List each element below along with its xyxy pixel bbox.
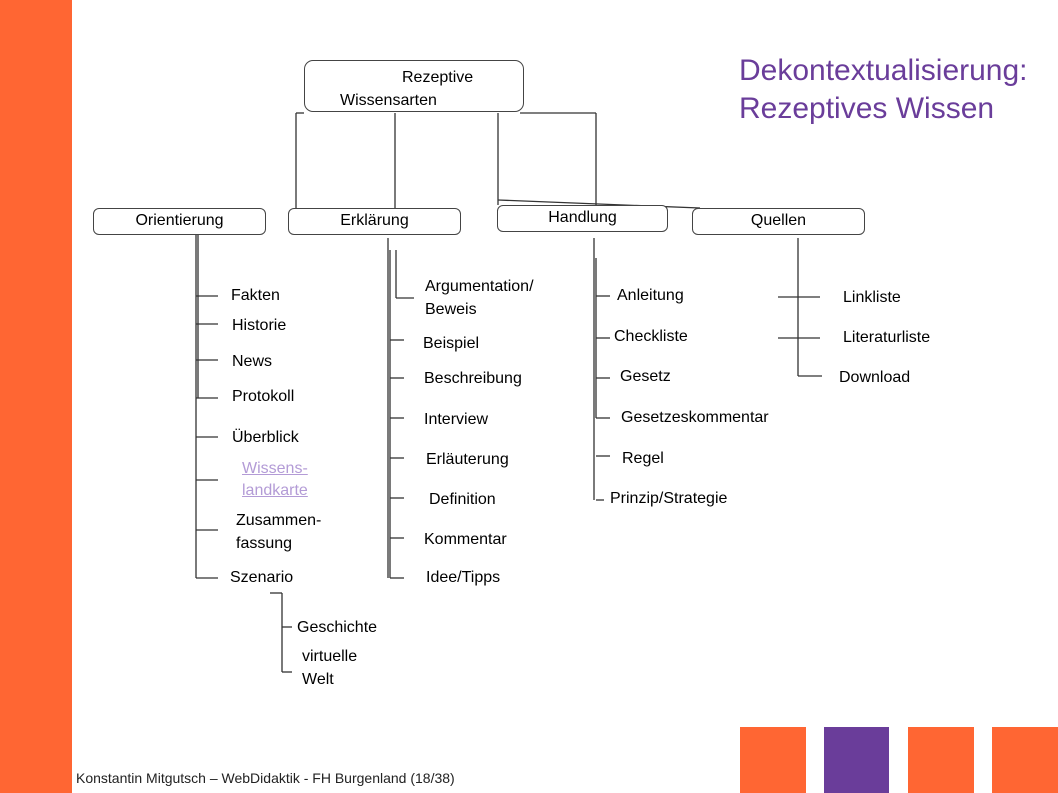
deco-square-2	[824, 727, 889, 793]
link-wissenslandkarte-2[interactable]: landkarte	[242, 482, 308, 499]
root-node-label-1: Rezeptive	[402, 69, 474, 86]
item-argumentation-2: Beweis	[425, 301, 477, 318]
category-erklaerung: Erklärung	[288, 208, 461, 235]
item-virtuelle-welt-1: virtuelle	[302, 648, 358, 665]
left-accent-bar	[0, 0, 72, 793]
item-download: Download	[839, 369, 911, 386]
deco-square-4	[992, 727, 1058, 793]
title-line-2: Rezeptives Wissen	[739, 92, 995, 125]
item-checkliste: Checkliste	[614, 328, 688, 345]
item-fakten: Fakten	[231, 287, 280, 304]
item-interview: Interview	[424, 411, 489, 428]
title-line-1: Dekontextualisierung:	[739, 54, 1028, 87]
item-zusammenfassung-1: Zusammen-	[236, 512, 322, 529]
root-node-label-2: Wissensarten	[340, 92, 437, 109]
deco-square-1	[740, 727, 806, 793]
item-zusammenfassung-2: fassung	[236, 535, 293, 552]
item-kommentar: Kommentar	[424, 531, 507, 548]
item-literaturliste: Literaturliste	[843, 329, 931, 346]
item-protokoll: Protokoll	[232, 388, 295, 405]
item-news: News	[232, 353, 273, 370]
link-wissenslandkarte-1[interactable]: Wissens-	[242, 460, 308, 477]
item-virtuelle-welt-2: Welt	[302, 671, 334, 688]
item-gesetz: Gesetz	[620, 368, 671, 385]
item-beschreibung: Beschreibung	[424, 370, 522, 387]
item-erlaeuterung: Erläuterung	[426, 451, 509, 468]
item-historie: Historie	[232, 317, 287, 334]
item-gesetzeskommentar: Gesetzeskommentar	[621, 409, 769, 426]
item-szenario: Szenario	[230, 569, 294, 586]
item-linkliste: Linkliste	[843, 289, 901, 306]
slide-title: Dekontextualisierung: Rezeptives Wissen	[739, 52, 1028, 128]
item-definition: Definition	[429, 491, 496, 508]
slide-footer: Konstantin Mitgutsch – WebDidaktik - FH …	[76, 770, 455, 786]
deco-square-3	[908, 727, 974, 793]
item-prinzip-strategie: Prinzip/Strategie	[610, 490, 728, 507]
item-ueberblick: Überblick	[232, 429, 299, 446]
category-quellen: Quellen	[692, 208, 865, 235]
item-anleitung: Anleitung	[617, 287, 684, 304]
category-handlung: Handlung	[497, 205, 668, 232]
item-idee-tipps: Idee/Tipps	[426, 569, 501, 586]
item-geschichte: Geschichte	[297, 619, 378, 636]
item-regel: Regel	[622, 450, 664, 467]
item-argumentation-1: Argumentation/	[425, 278, 534, 295]
item-beispiel: Beispiel	[423, 335, 480, 352]
category-orientierung: Orientierung	[93, 208, 266, 235]
root-node-box	[304, 60, 524, 112]
